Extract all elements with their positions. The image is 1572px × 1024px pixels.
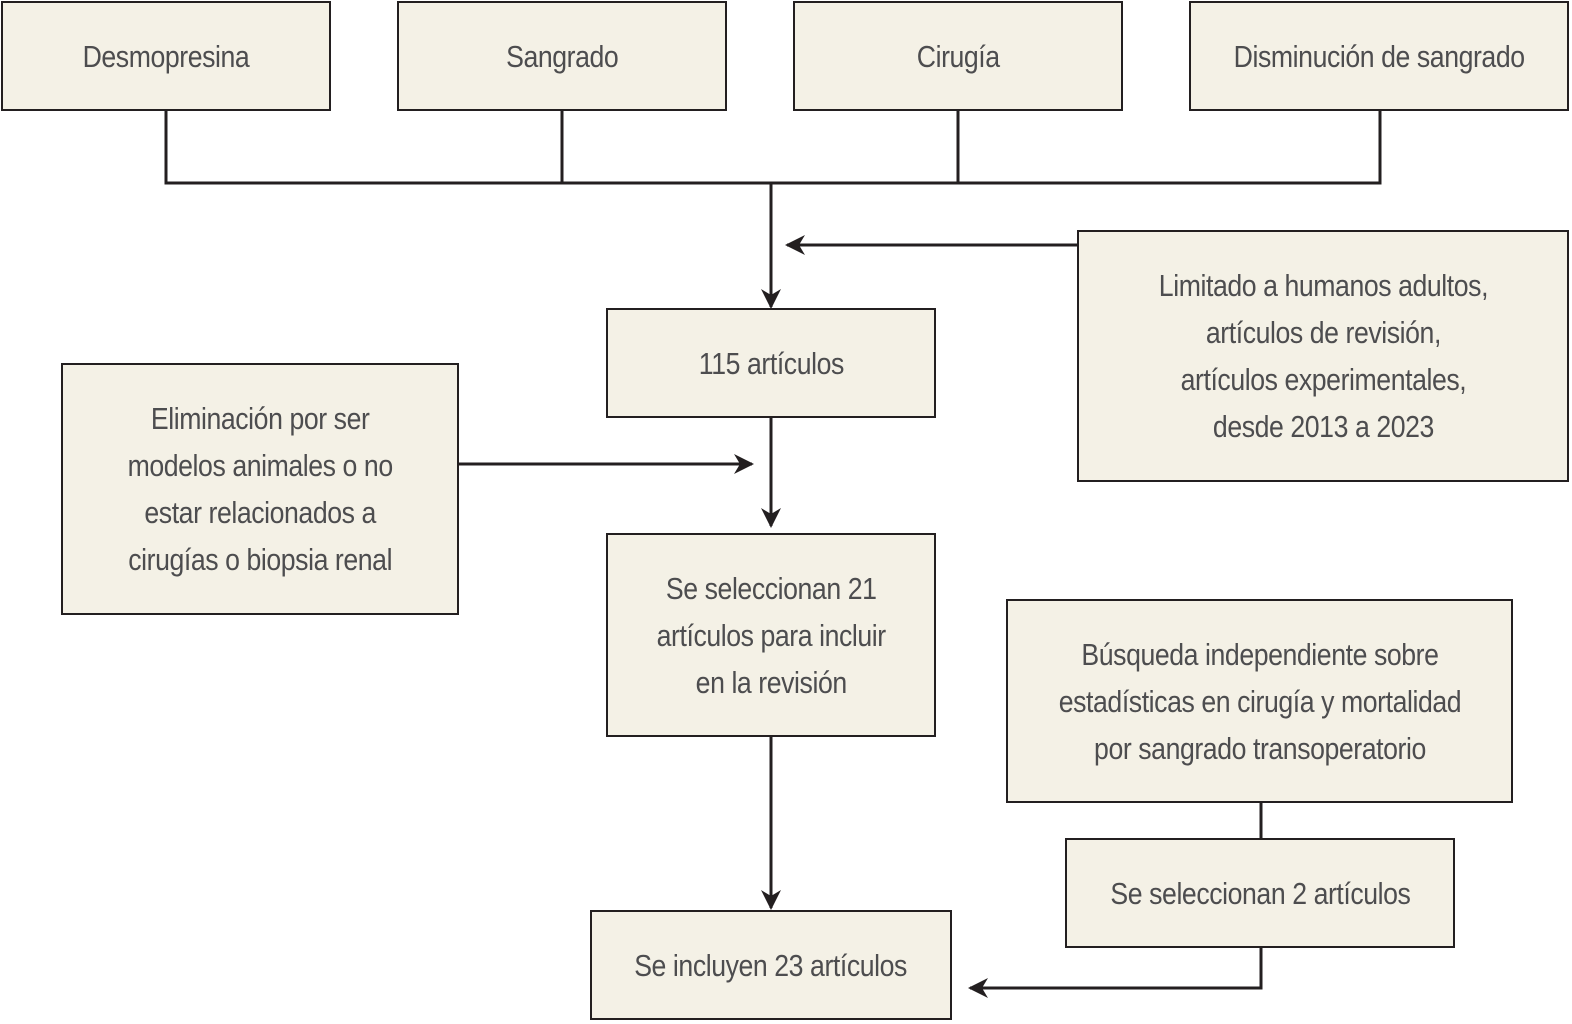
exclusion-note-text: Eliminación por ser modelos animales o n… [127,401,393,577]
arrow-from-selected-independent [968,947,1263,998]
independent-search-text: Búsqueda independiente sobre estadística… [1058,636,1461,766]
search-term-desmopresina: Desmopresina [1,1,331,111]
search-term-sangrado: Sangrado [397,1,727,111]
included-total-box: Se incluyen 23 artículos [590,910,952,1020]
selected-independent-box: Se seleccionan 2 artículos [1065,838,1455,948]
filter-note-box: Limitado a humanos adultos, artículos de… [1077,230,1569,482]
selected-review-box: Se seleccionan 21 artículos para incluir… [606,533,936,737]
exclusion-note-box: Eliminación por ser modelos animales o n… [61,363,459,615]
search-term-disminucion-de-sangrado: Disminución de sangrado [1189,1,1569,111]
independent-search-box: Búsqueda independiente sobre estadística… [1006,599,1513,803]
search-term-cirugia: Cirugía [793,1,1123,111]
selected-review-text: Se seleccionan 21 artículos para incluir… [656,570,886,700]
filter-note-text: Limitado a humanos adultos, artículos de… [1158,268,1488,444]
articles-found-box: 115 artículos [606,308,936,418]
